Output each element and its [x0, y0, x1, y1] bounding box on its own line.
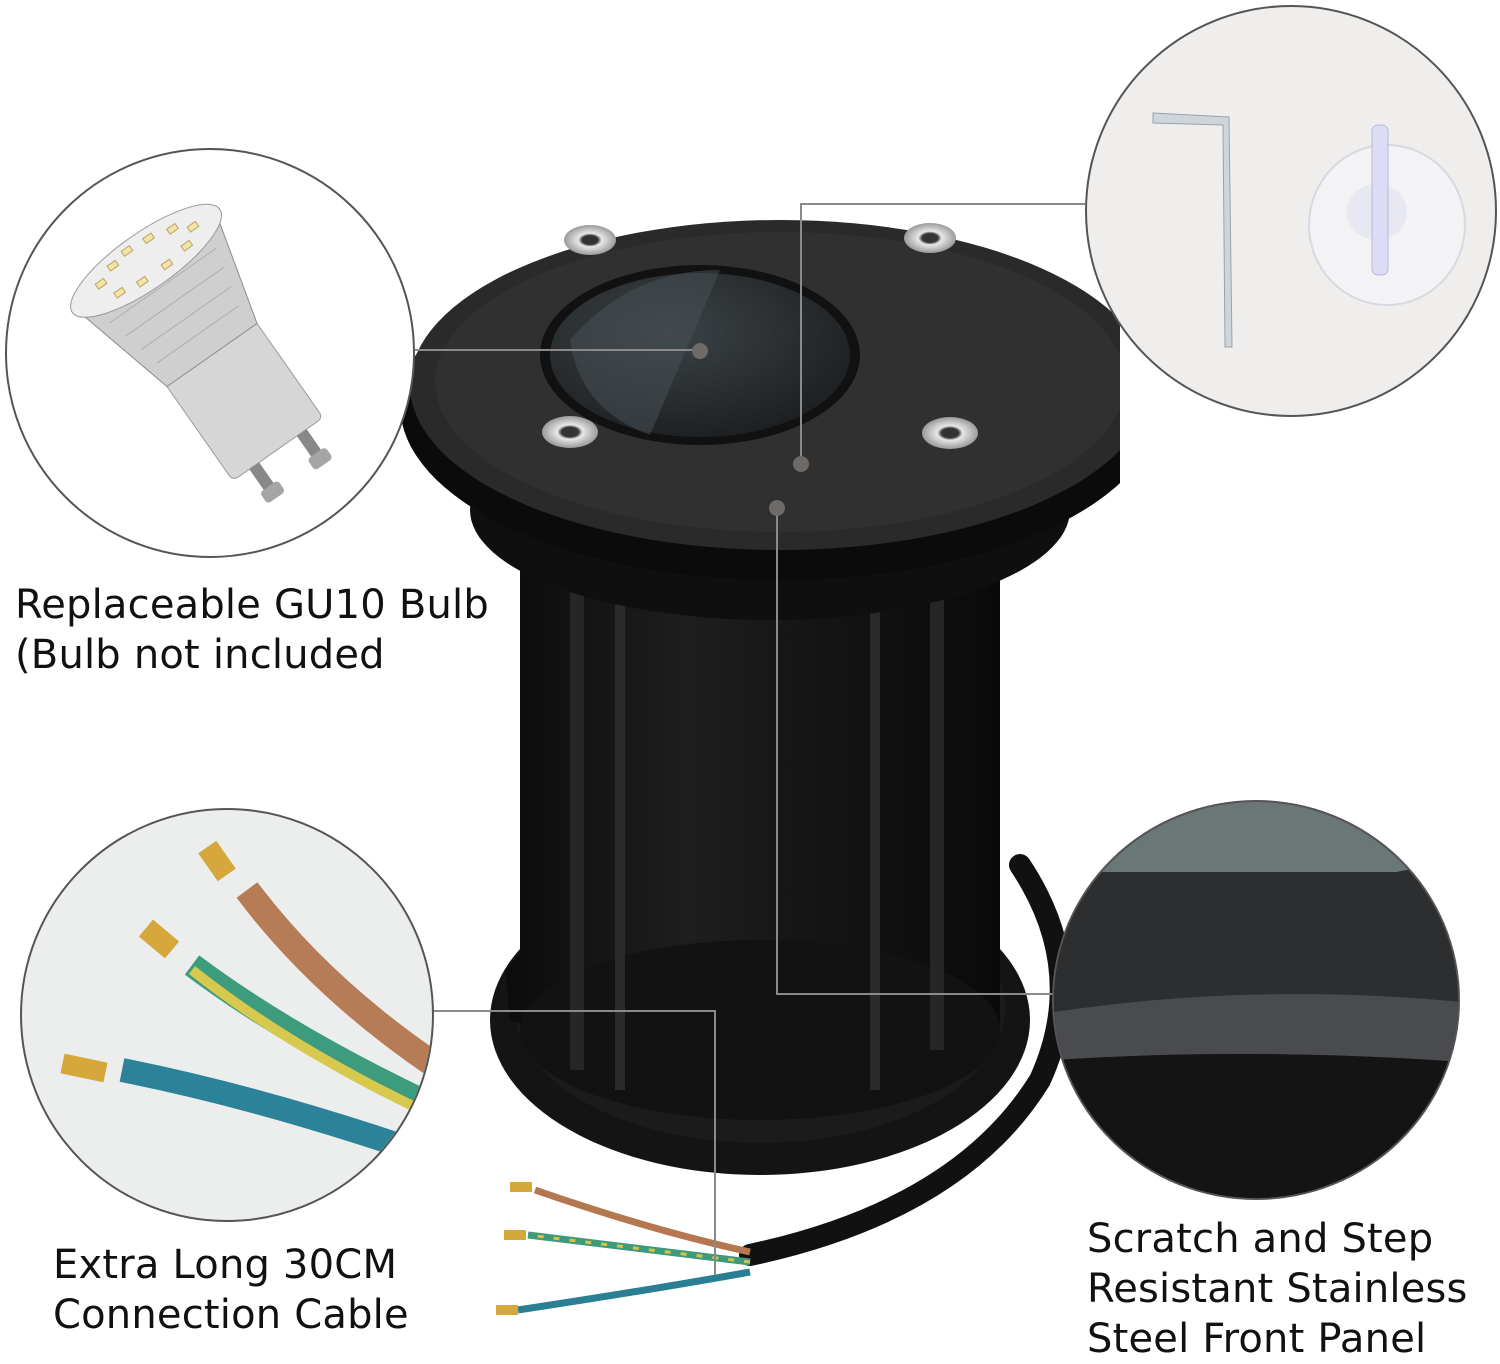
- caption-panel-line-1: Scratch and Step: [1087, 1216, 1434, 1262]
- callout-line-cable-h: [430, 1010, 715, 1012]
- callout-dot-accessories: [793, 456, 809, 472]
- caption-bulb-line-1: Replaceable GU10 Bulb: [15, 582, 489, 628]
- suction-cup-icon: [1308, 124, 1466, 306]
- accessories-detail-circle: [1085, 5, 1497, 417]
- three-core-wires-icon: [60, 840, 432, 1170]
- callout-dot-panel: [769, 500, 785, 516]
- caption-cable: Extra Long 30CM Connection Cable: [53, 1240, 409, 1340]
- product-lamp-image: [400, 150, 1120, 1350]
- caption-cable-line-2: Connection Cable: [53, 1292, 409, 1338]
- callout-line-accessories-v: [800, 203, 802, 463]
- caption-panel: Scratch and Step Resistant Stainless Ste…: [1087, 1214, 1468, 1364]
- callout-line-bulb: [415, 349, 700, 351]
- cable-detail-circle: [20, 808, 434, 1222]
- caption-bulb: Replaceable GU10 Bulb (Bulb not included: [15, 580, 489, 680]
- caption-panel-line-2: Resistant Stainless: [1087, 1266, 1468, 1312]
- callout-line-panel-h: [776, 993, 1056, 995]
- callout-dot-bulb: [692, 343, 708, 359]
- caption-panel-line-3: Steel Front Panel: [1087, 1316, 1427, 1362]
- callout-line-cable-v: [714, 1010, 716, 1275]
- allen-key-icon: [1152, 112, 1233, 348]
- front-panel-closeup-icon: [1054, 802, 1458, 1198]
- caption-cable-line-1: Extra Long 30CM: [53, 1242, 398, 1288]
- caption-bulb-line-2: (Bulb not included: [15, 632, 385, 678]
- bulb-detail-circle: [5, 148, 415, 558]
- callout-line-panel-v: [776, 508, 778, 993]
- gu10-bulb-icon: [70, 203, 332, 503]
- callout-line-accessories-h: [800, 203, 1085, 205]
- panel-detail-circle: [1052, 800, 1460, 1200]
